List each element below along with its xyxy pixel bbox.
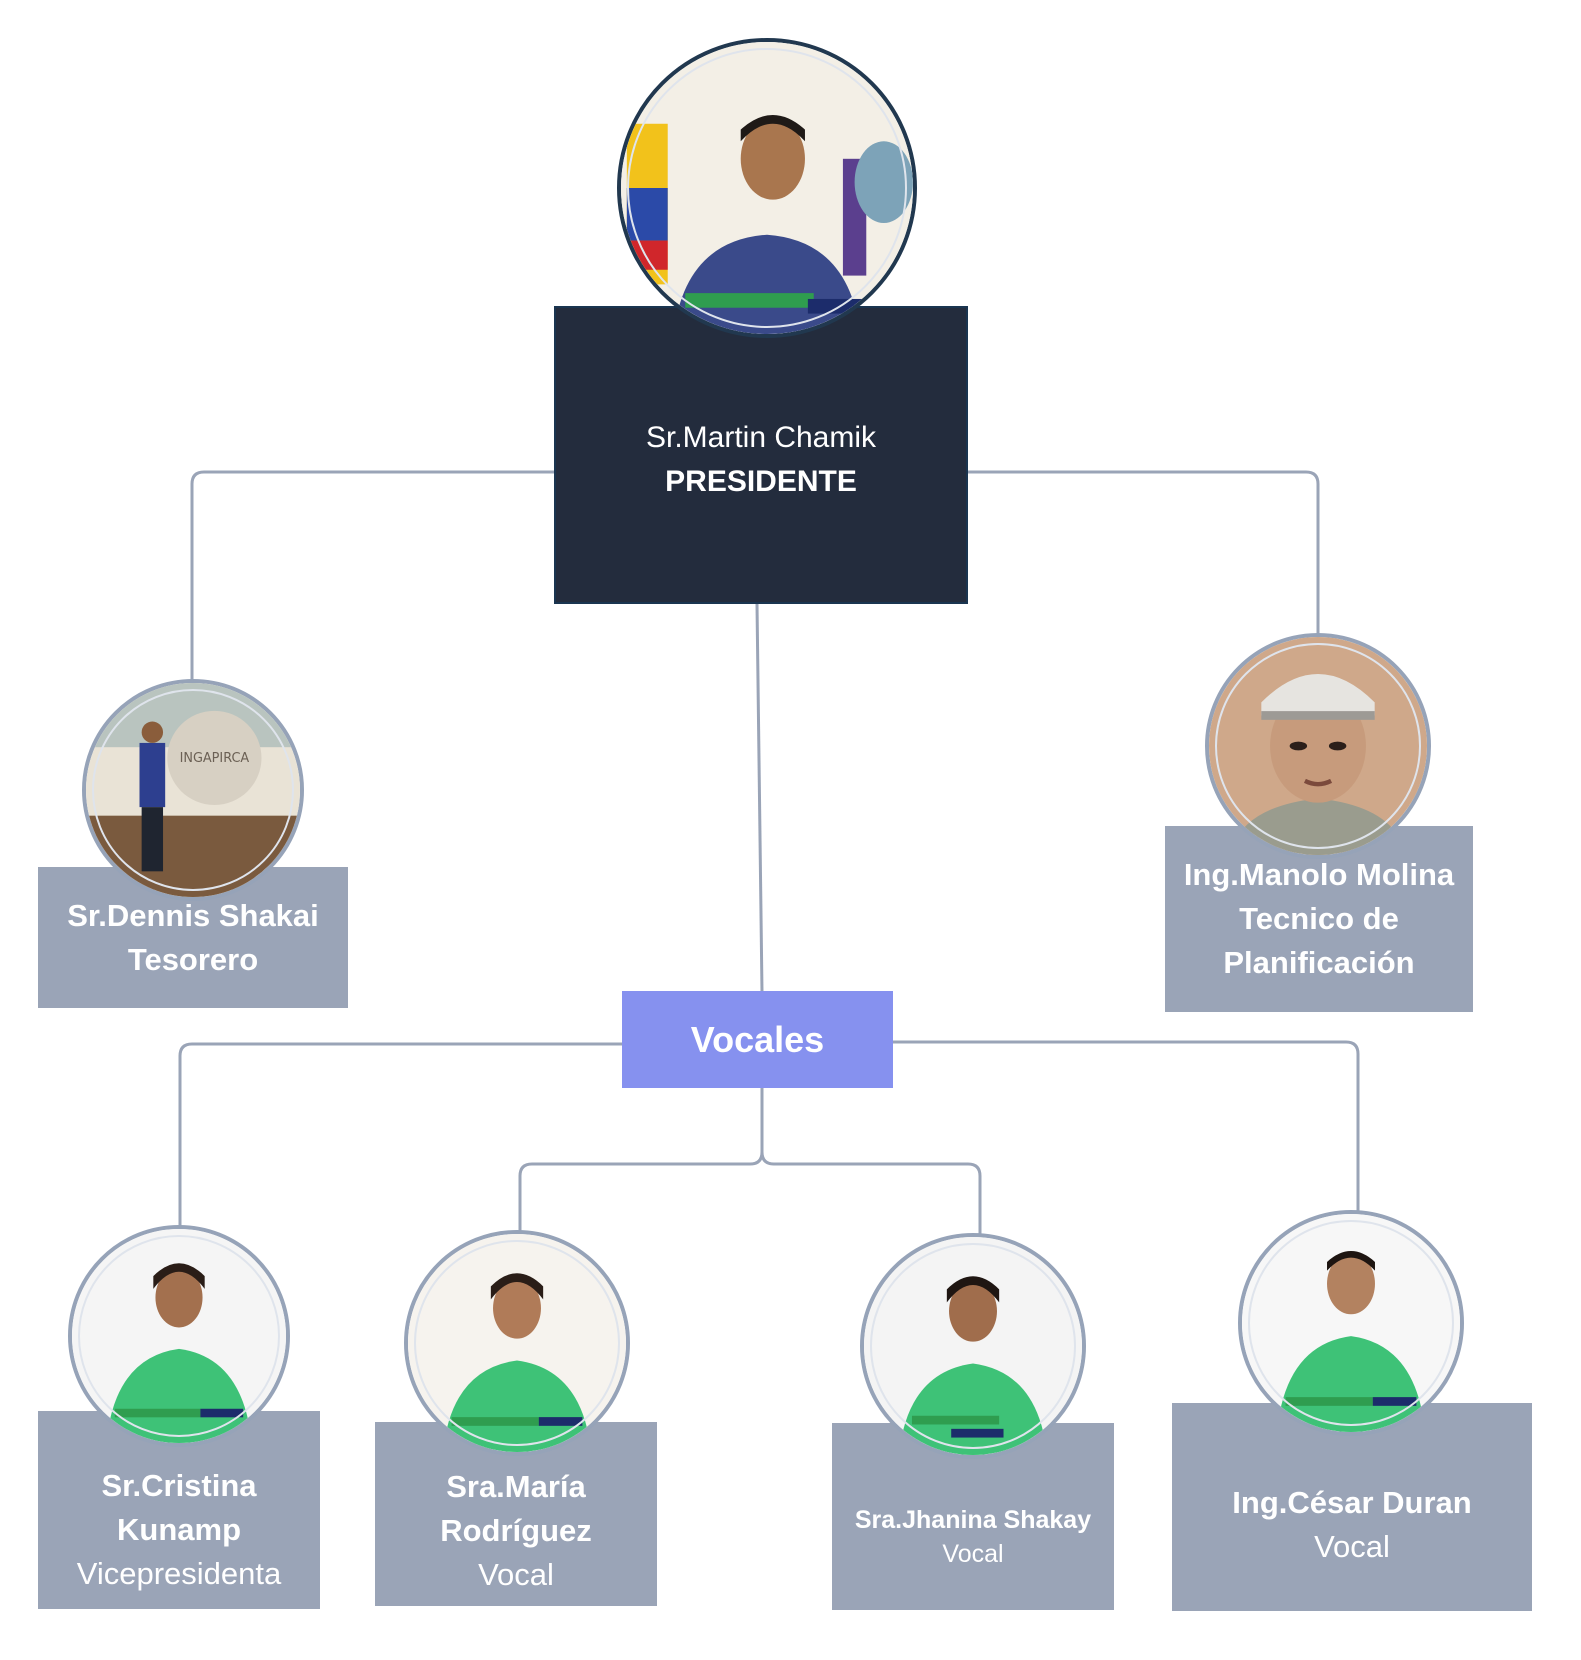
member-box-4[interactable]: Ing.César Duran Vocal [1172,1403,1532,1611]
member-box-3[interactable]: Sra.Jhanina Shakay Vocal [832,1423,1114,1610]
connector-vocales-member-4 [891,1040,1360,1218]
member-2-name-line1: Sra.María [446,1469,586,1504]
president-role: PRESIDENTE [665,465,857,498]
connector-president-treasurer [190,470,556,680]
planner-title-line: Tecnico de [1239,901,1399,936]
member-box-2[interactable]: Sra.María Rodríguez Vocal [375,1422,657,1606]
member-1-role: Vicepresidenta [76,1556,282,1591]
member-4-role: Vocal [1314,1529,1390,1564]
planner-photo-icon [1205,633,1431,859]
member-1-name-line1: Sr.Cristina [101,1468,257,1503]
connector-president-planner [966,470,1320,635]
vocales-label: Vocales [690,1018,825,1060]
treasurer-photo-icon: INGAPIRCA [82,679,304,901]
member-2-photo-icon [404,1230,630,1456]
vocales-box[interactable]: Vocales [622,991,893,1088]
connector-vocales-member-1 [178,1042,624,1238]
member-1-name-line2: Kunamp [117,1512,241,1547]
member-3-name: Sra.Jhanina Shakay [854,1505,1092,1534]
member-4-photo-icon [1238,1210,1464,1436]
member-2-name-line2: Rodríguez [440,1513,592,1548]
planner-name: Ing.Manolo Molina [1183,857,1455,892]
president-box[interactable]: Sr.Martin Chamik PRESIDENTE [554,306,968,604]
connector-vocales-member-2 [518,1088,764,1240]
member-3-role: Vocal [942,1539,1004,1568]
connector-vocales-member-3 [760,1151,982,1240]
member-4-name: Ing.César Duran [1232,1485,1472,1520]
planner-role: Planificación [1223,945,1415,980]
treasurer-role: Tesorero [127,941,259,977]
president-name: Sr.Martin Chamik [645,421,877,454]
member-2-role: Vocal [478,1557,554,1592]
treasurer-name: Sr.Dennis Shakai [67,897,319,933]
president-photo-icon [617,38,917,338]
member-1-photo-icon [68,1225,290,1447]
connector-president-vocales [755,603,764,993]
member-3-photo-icon [860,1233,1086,1459]
